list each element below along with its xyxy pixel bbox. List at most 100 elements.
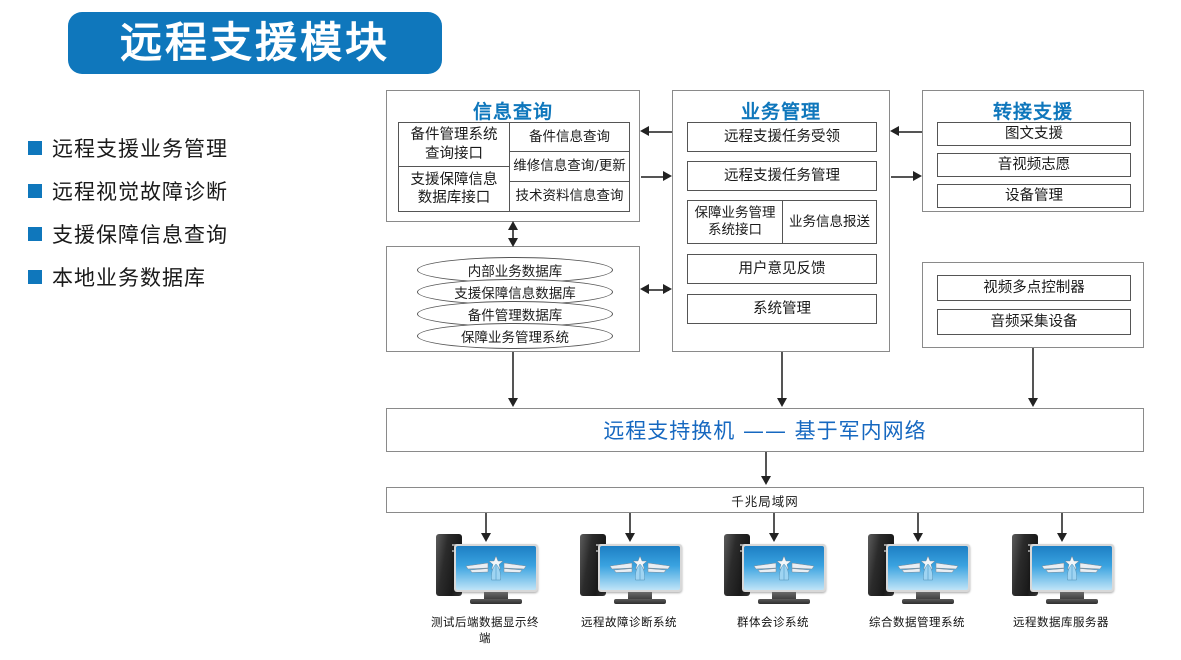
legend-item-label: 本地业务数据库 <box>52 265 206 290</box>
panel-title-forward-support: 转接支援 <box>992 101 1073 123</box>
cell-task-receive[interactable]: 远程支援任务受领 <box>687 122 877 152</box>
arrow-up-icon <box>508 221 518 230</box>
arrow-down-icon <box>913 533 923 542</box>
list-item[interactable]: 远程故障诊断系统 <box>574 530 684 630</box>
monitor-stand <box>916 592 940 600</box>
winged-star-emblem-icon <box>897 555 959 581</box>
monitor-base <box>614 599 666 604</box>
cell-support-info-db-interface[interactable]: 支援保障信息数据库接口 <box>398 167 510 212</box>
cell-business-info-report[interactable]: 业务信息报送 <box>783 200 877 244</box>
cell-support-business-system-interface[interactable]: 保障业务管理系统接口 <box>687 200 783 244</box>
list-item[interactable]: 远程数据库服务器 <box>1006 530 1116 630</box>
list-item[interactable]: 群体会诊系统 <box>718 530 828 630</box>
terminal-label: 群体会诊系统 <box>737 615 809 629</box>
list-item: 支援保障信息查询 <box>28 212 328 255</box>
connector-line <box>1032 348 1034 400</box>
arrow-left-icon <box>640 126 649 136</box>
list-item: 本地业务数据库 <box>28 255 328 298</box>
monitor-stand <box>628 592 652 600</box>
info-query-left-column: 备件管理系统查询接口 支援保障信息数据库接口 <box>398 122 510 212</box>
monitor-screen <box>888 546 968 590</box>
arrow-left-icon <box>640 284 649 294</box>
panel-info-query: 信息查询 备件管理系统查询接口 支援保障信息数据库接口 备件信息查询 维修信息查… <box>386 90 640 222</box>
cell-task-manage[interactable]: 远程支援任务管理 <box>687 161 877 191</box>
cell-text-image-support[interactable]: 图文支援 <box>937 122 1131 146</box>
panel-title-info-query: 信息查询 <box>472 101 553 123</box>
monitor-stand <box>484 592 508 600</box>
info-query-grid: 备件管理系统查询接口 支援保障信息数据库接口 备件信息查询 维修信息查询/更新 … <box>398 122 630 212</box>
panel-forward-support: 转接支援 图文支援 音视频志愿 设备管理 <box>922 90 1144 212</box>
monitor-screen <box>744 546 824 590</box>
desktop-computer-icon <box>574 530 684 608</box>
list-item[interactable]: 测试后端数据显示终端 <box>430 530 540 646</box>
winged-star-emblem-icon <box>1041 555 1103 581</box>
connector-line <box>917 513 919 535</box>
arrow-down-icon <box>1057 533 1067 542</box>
list-item: 远程视觉故障诊断 <box>28 169 328 212</box>
terminal-label: 测试后端数据显示终端 <box>431 615 539 645</box>
bar-switch-label: 远程支持换机 —— 基于军内网络 <box>603 419 927 443</box>
winged-star-emblem-icon <box>753 555 815 581</box>
desktop-computer-icon <box>1006 530 1116 608</box>
panel-av-devices: 视频多点控制器 音频采集设备 <box>922 262 1144 348</box>
cell-system-management[interactable]: 系统管理 <box>687 294 877 324</box>
bar-lan-label: 千兆局域网 <box>731 493 799 509</box>
panel-title-business-management: 业务管理 <box>740 101 821 123</box>
connector-line <box>773 513 775 535</box>
winged-star-emblem-icon <box>609 555 671 581</box>
legend-list: 远程支援业务管理 远程视觉故障诊断 支援保障信息查询 本地业务数据库 <box>28 126 328 298</box>
monitor-screen <box>600 546 680 590</box>
monitor-stand <box>1060 592 1084 600</box>
connector-line <box>512 224 514 244</box>
cell-spare-parts-info-query[interactable]: 备件信息查询 <box>510 122 630 152</box>
connector-line <box>891 176 914 178</box>
legend-item-label: 远程视觉故障诊断 <box>52 179 228 204</box>
square-bullet-icon <box>28 183 42 198</box>
legend-item-label: 远程支援业务管理 <box>52 136 228 161</box>
panel-local-databases: 内部业务数据库 支援保障信息数据库 备件管理数据库 保障业务管理系统 <box>386 246 640 352</box>
terminal-label: 远程数据库服务器 <box>1013 615 1109 629</box>
info-query-right-column: 备件信息查询 维修信息查询/更新 技术资料信息查询 <box>510 122 630 212</box>
monitor-base <box>902 599 954 604</box>
connector-line <box>485 513 487 535</box>
page-title-badge: 远程支援模块 <box>68 12 442 74</box>
monitor-frame <box>1030 544 1114 592</box>
arrow-down-icon <box>508 238 518 247</box>
arrow-down-icon <box>769 533 779 542</box>
cell-spare-parts-query-interface[interactable]: 备件管理系统查询接口 <box>398 122 510 167</box>
arrow-left-icon <box>890 126 899 136</box>
monitor-frame <box>454 544 538 592</box>
cell-video-mcu[interactable]: 视频多点控制器 <box>937 275 1131 301</box>
monitor-screen <box>1032 546 1112 590</box>
arrow-right-icon <box>913 171 922 181</box>
terminal-label: 远程故障诊断系统 <box>581 615 677 629</box>
square-bullet-icon <box>28 226 42 241</box>
list-item: 远程支援业务管理 <box>28 126 328 169</box>
cell-audio-capture-device[interactable]: 音频采集设备 <box>937 309 1131 335</box>
connector-line <box>765 452 767 477</box>
monitor-frame <box>886 544 970 592</box>
winged-star-emblem-icon <box>465 555 527 581</box>
square-bullet-icon <box>28 140 42 155</box>
connector-line <box>1061 513 1063 535</box>
monitor-base <box>470 599 522 604</box>
connector-line <box>781 352 783 400</box>
arrow-down-icon <box>481 533 491 542</box>
connector-line <box>641 176 664 178</box>
arrow-right-icon <box>663 284 672 294</box>
terminal-label: 综合数据管理系统 <box>869 615 965 629</box>
cell-user-feedback[interactable]: 用户意见反馈 <box>687 254 877 284</box>
monitor-frame <box>742 544 826 592</box>
arrow-down-icon <box>1028 398 1038 407</box>
cell-av-volunteer[interactable]: 音视频志愿 <box>937 153 1131 177</box>
desktop-computer-icon <box>862 530 972 608</box>
cell-technical-doc-info-query[interactable]: 技术资料信息查询 <box>510 182 630 212</box>
bar-gigabit-lan: 千兆局域网 <box>386 487 1144 513</box>
cell-maintenance-info-query-update[interactable]: 维修信息查询/更新 <box>510 152 630 182</box>
panel-business-management: 业务管理 远程支援任务受领 远程支援任务管理 保障业务管理系统接口 业务信息报送… <box>672 90 890 352</box>
cell-device-management[interactable]: 设备管理 <box>937 184 1131 208</box>
page-title: 远程支援模块 <box>119 18 390 67</box>
db-support-business-system[interactable]: 保障业务管理系统 <box>417 323 613 349</box>
desktop-computer-icon <box>718 530 828 608</box>
list-item[interactable]: 综合数据管理系统 <box>862 530 972 630</box>
